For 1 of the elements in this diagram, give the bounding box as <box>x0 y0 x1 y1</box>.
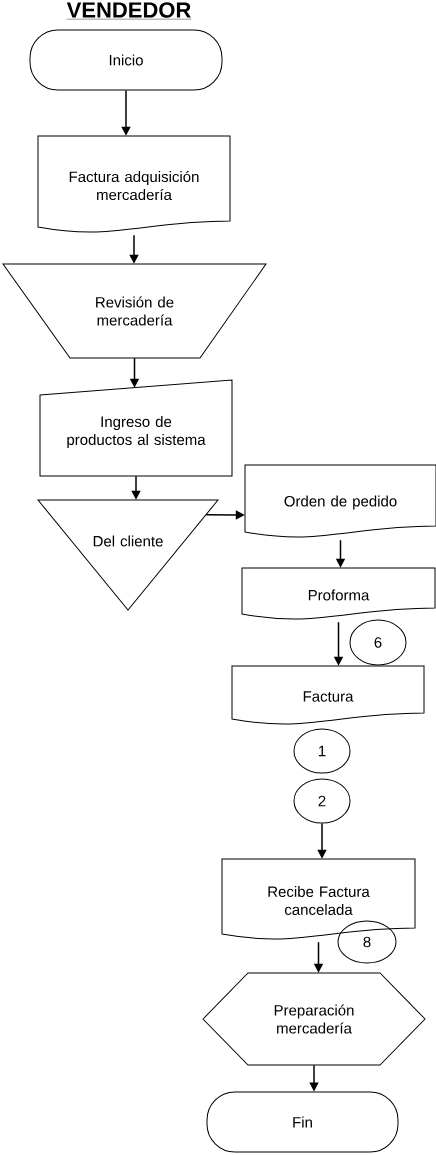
title: VENDEDOR <box>66 2 192 20</box>
